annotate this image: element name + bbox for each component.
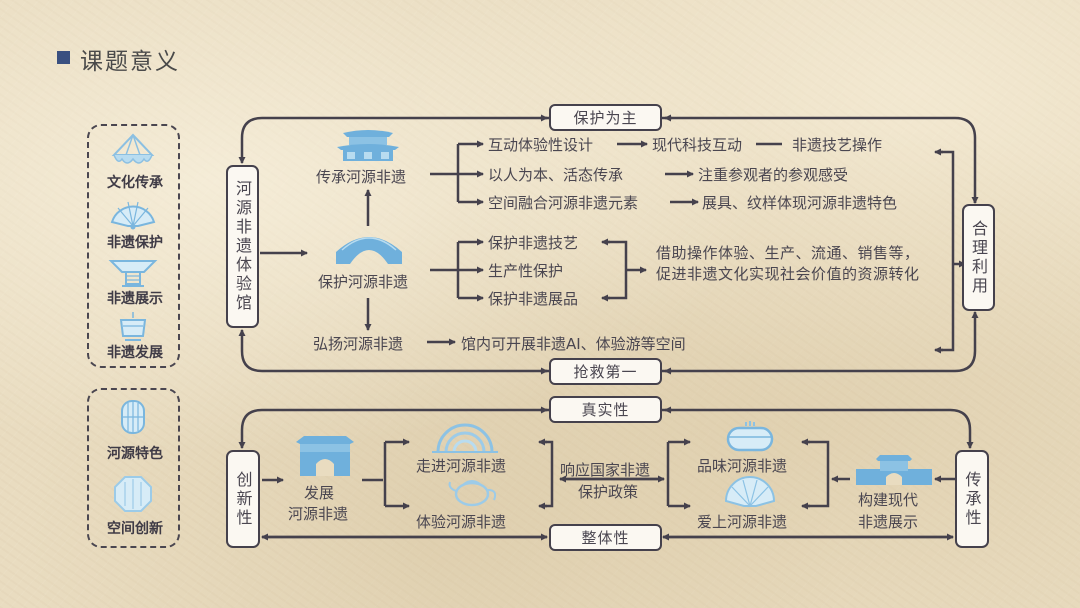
node-taste-heritage: 品味河源非遗: [697, 457, 788, 475]
node-develop-line2: 河源非遗: [288, 505, 349, 523]
box-rational-use: 合理利用: [962, 204, 995, 311]
branch-visitor-experience: 注重参观者的参观感受: [698, 166, 849, 184]
node-promote-heritage: 弘扬河源非遗: [313, 335, 404, 353]
box-integrity-label: 整体性: [581, 529, 630, 547]
box-authenticity-label: 真实性: [581, 401, 630, 419]
incense-burner-icon: [119, 312, 147, 341]
box-protection-first: 保护为主: [549, 104, 662, 131]
node-build-line1: 构建现代: [858, 491, 919, 509]
branch-interactive-design: 互动体验性设计: [488, 136, 594, 154]
sidebar-label-heyuan-features: 河源特色: [107, 446, 163, 462]
drum-lantern-icon: [121, 400, 145, 434]
node-protect-heritage: 保护河源非遗: [318, 273, 409, 291]
policy-line2: 保护政策: [578, 483, 639, 501]
protect-summary-text: 借助操作体验、生产、流通、销售等，促进非遗文化实现社会价值的资源转化: [656, 244, 920, 283]
branch-protect-exhibits: 保护非遗展品: [488, 290, 579, 308]
teapot-icon: [448, 480, 497, 507]
box-rescue-first: 抢救第一: [549, 358, 662, 385]
branch-people-oriented: 以人为本、活态传承: [488, 166, 624, 184]
sidebar-label-culture-inherit: 文化传承: [107, 175, 163, 191]
node-develop-line1: 发展: [304, 484, 335, 502]
rainbow-arch-icon: [432, 423, 498, 453]
node-love-heritage: 爱上河源非遗: [697, 513, 788, 531]
box-heyuan-experience-hall-label: 河源非遗体验馆: [233, 180, 252, 313]
pavilion-icon: [337, 130, 399, 161]
box-rescue-first-label: 抢救第一: [573, 363, 638, 381]
box-innovation: 创新性: [226, 450, 260, 548]
fan-icon: [110, 201, 156, 230]
box-inheritance-label: 传承性: [962, 470, 982, 528]
page-title: 课题意义: [80, 49, 180, 75]
octagon-lantern-icon: [114, 476, 152, 512]
box-rational-use-label: 合理利用: [969, 219, 988, 296]
box-inheritance: 传承性: [955, 450, 989, 548]
arch-bridge-icon: [336, 237, 402, 264]
branch-protect-skills: 保护非遗技艺: [488, 234, 579, 252]
sidebar-label-heritage-display: 非遗展示: [107, 291, 163, 307]
dish-icon: [726, 421, 774, 452]
city-wall-icon: [856, 455, 932, 485]
stand-icon: [108, 260, 158, 287]
box-heyuan-experience-hall: 河源非遗体验馆: [226, 165, 259, 328]
sidebar-label-heritage-protect: 非遗保护: [107, 235, 163, 251]
title-marker-square: [57, 51, 70, 64]
sidebar-label-heritage-develop: 非遗发展: [107, 345, 163, 361]
box-authenticity: 真实性: [549, 396, 662, 423]
fan-icon-love: [724, 476, 776, 507]
node-walk-in-heritage: 走进河源非遗: [416, 457, 507, 475]
box-integrity: 整体性: [549, 524, 662, 551]
branch-modern-tech: 现代科技互动: [652, 136, 743, 154]
node-experience-heritage: 体验河源非遗: [416, 513, 507, 531]
node-inherit-heritage: 传承河源非遗: [316, 168, 407, 186]
branch-skill-operation: 非遗技艺操作: [792, 136, 883, 154]
branch-space-fusion: 空间融合河源非遗元素: [488, 194, 639, 212]
box-protection-first-label: 保护为主: [573, 109, 638, 127]
sidebar-group-features: [87, 388, 180, 548]
sidebar-group-heritage: [87, 124, 180, 368]
branch-productive-protection: 生产性保护: [488, 262, 564, 280]
box-innovation-label: 创新性: [233, 470, 253, 528]
branch-display-features: 展具、纹样体现河源非遗特色: [702, 194, 898, 212]
node-build-line2: 非遗展示: [858, 513, 919, 531]
lantern-icon: [111, 133, 155, 164]
policy-line1: 响应国家非遗: [560, 461, 651, 479]
sidebar-label-space-innovation: 空间创新: [107, 521, 163, 537]
city-gate-icon: [296, 436, 354, 476]
branch-promote-spaces: 馆内可开展非遗AI、体验游等空间: [461, 335, 686, 353]
